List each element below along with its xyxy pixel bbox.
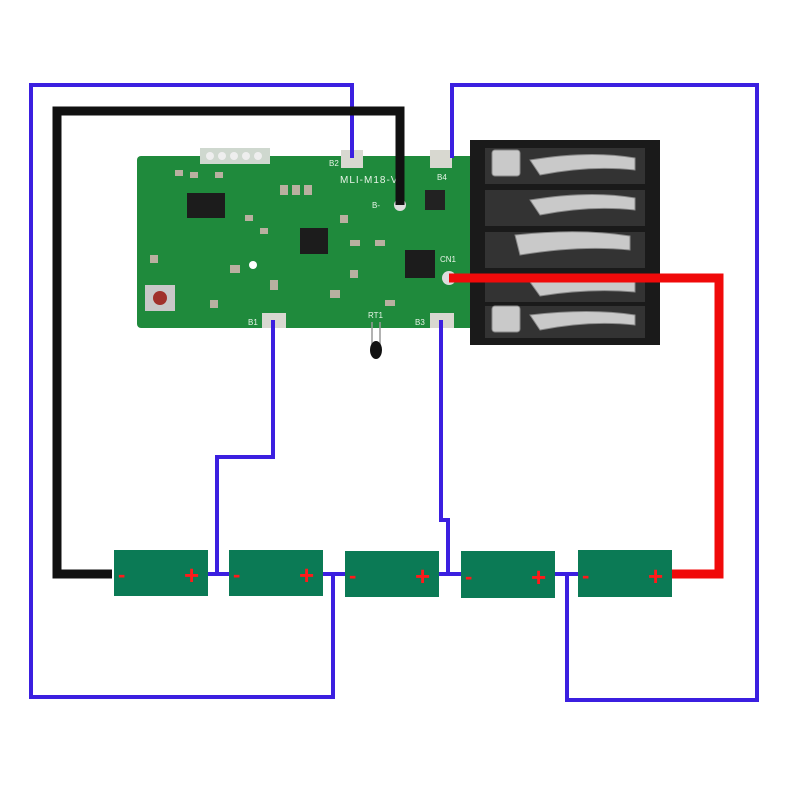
pad-b4 bbox=[430, 150, 452, 168]
svg-text:+: + bbox=[648, 561, 663, 591]
ic-chip bbox=[187, 193, 225, 218]
svg-text:+: + bbox=[415, 561, 430, 591]
pcb-board: B2 B4 B1 B3 B- CN1 RT1 MLI-M18-V4 bbox=[137, 148, 482, 359]
svg-text:-: - bbox=[349, 563, 356, 588]
svg-text:-: - bbox=[118, 562, 125, 587]
battery-cell: - + bbox=[345, 551, 439, 597]
battery-cell: - + bbox=[578, 550, 672, 597]
label-rt1: RT1 bbox=[368, 311, 384, 320]
battery-cell: - + bbox=[229, 550, 323, 596]
svg-text:+: + bbox=[531, 562, 546, 592]
svg-text:-: - bbox=[465, 564, 472, 589]
svg-text:-: - bbox=[582, 563, 589, 588]
battery-cell: - + bbox=[114, 550, 208, 596]
svg-text:+: + bbox=[299, 560, 314, 590]
terminal-connector bbox=[470, 140, 660, 345]
mosfet bbox=[425, 190, 445, 210]
smd-components bbox=[150, 170, 395, 308]
wire-b4-balance bbox=[450, 83, 759, 702]
wire-positive bbox=[449, 273, 724, 579]
label-b1: B1 bbox=[248, 318, 258, 327]
wire-b2-balance bbox=[29, 83, 354, 699]
label-b3: B3 bbox=[415, 318, 425, 327]
label-bneg: B- bbox=[372, 201, 380, 210]
ic-chip bbox=[300, 228, 328, 254]
wire-negative bbox=[52, 106, 405, 579]
svg-text:-: - bbox=[233, 562, 240, 587]
board-model: MLI-M18-V4 bbox=[340, 175, 405, 186]
label-b4: B4 bbox=[437, 173, 447, 182]
wire-b1-balance bbox=[215, 320, 275, 574]
battery-cell: - + bbox=[461, 551, 555, 598]
thermistor bbox=[370, 341, 382, 359]
label-b2: B2 bbox=[329, 159, 339, 168]
svg-text:+: + bbox=[184, 560, 199, 590]
label-cn1: CN1 bbox=[440, 255, 457, 264]
ic-chip bbox=[405, 250, 435, 278]
pad-b2 bbox=[341, 150, 363, 168]
wire-b3-balance bbox=[439, 320, 450, 574]
